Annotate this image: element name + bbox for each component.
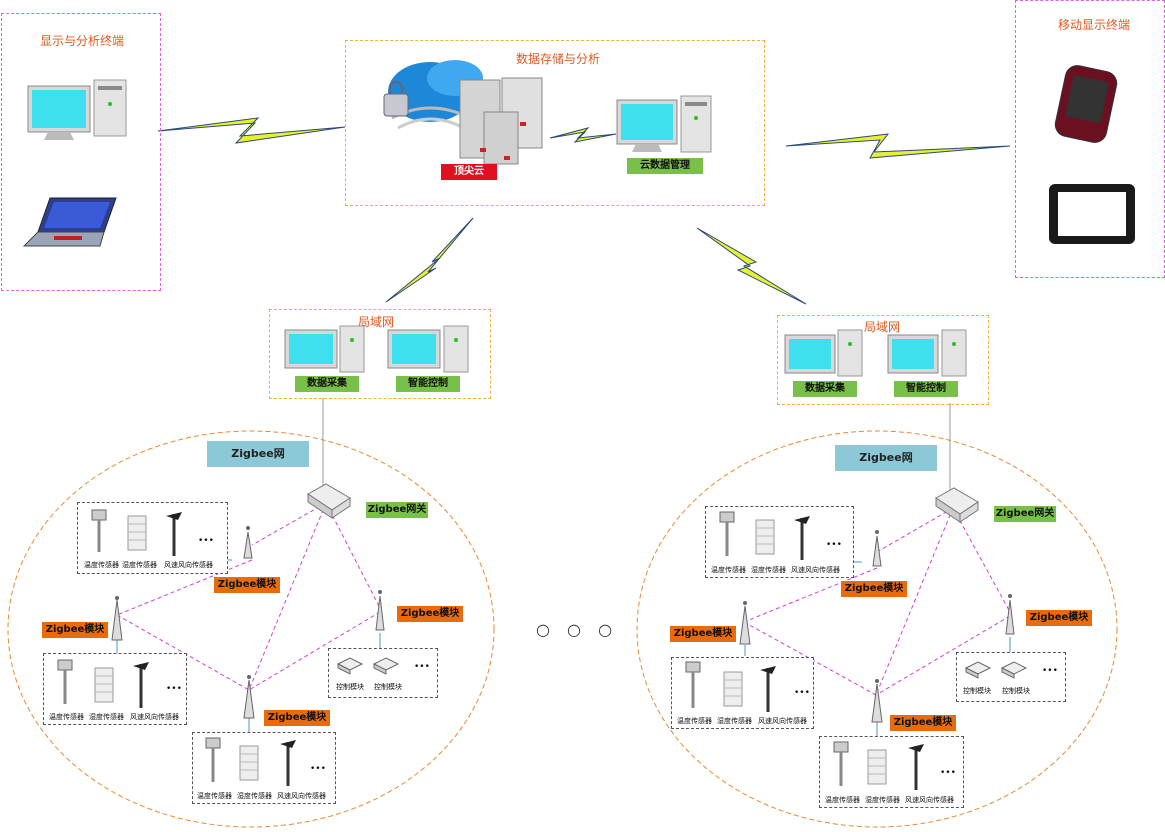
wireless-link-icon (385, 217, 474, 303)
zigbee-module-label: Zigbee模块 (670, 626, 736, 642)
sensor-label: 风速风向传感器 (164, 561, 213, 569)
sensor-label: 湿度传感器 (865, 796, 900, 804)
lan-right-collect-label: 数据采集 (793, 381, 857, 397)
wireless-link-icon (157, 117, 346, 144)
sensor-label: 风速风向传感器 (791, 566, 840, 574)
more-networks-indicator: ○ ○ ○ (536, 620, 619, 639)
sensor-label: 湿度传感器 (237, 792, 272, 800)
wireless-link-icon (549, 127, 617, 143)
more-indicator: ••• (794, 688, 810, 698)
wireless-link-icon (696, 227, 807, 305)
more-indicator: ••• (940, 768, 956, 778)
sensor-label: 湿度传感器 (751, 566, 786, 574)
more-indicator: ••• (1042, 666, 1058, 676)
mobile-terminal-title: 移动显示终端 (1058, 18, 1131, 32)
lan-box-right (777, 315, 989, 405)
zigbee-net-label-left: Zigbee网 (207, 441, 309, 467)
zigbee-module-label: Zigbee模块 (264, 710, 330, 726)
zigbee-area-left (7, 430, 495, 828)
sensor-label: 温度传感器 (49, 713, 84, 721)
cloud-storage-title: 数据存储与分析 (516, 52, 601, 66)
sensor-label: 温度传感器 (84, 561, 119, 569)
cloud-label: 顶尖云 (441, 164, 497, 180)
lan-right-control-label: 智能控制 (894, 381, 958, 397)
display-terminal-title: 显示与分析终端 (40, 34, 125, 48)
sensor-label: 湿度传感器 (89, 713, 124, 721)
sensor-label: 温度传感器 (825, 796, 860, 804)
sensor-label: 湿度传感器 (122, 561, 157, 569)
more-indicator: ••• (198, 536, 214, 546)
cloud-storage-box (345, 40, 765, 206)
sensor-label: 温度传感器 (677, 717, 712, 725)
zigbee-module-label: Zigbee模块 (1026, 610, 1092, 626)
lan-title-right: 局域网 (864, 320, 901, 334)
display-terminal-box (1, 13, 161, 291)
zigbee-area-right (636, 430, 1118, 828)
zigbee-module-label: Zigbee模块 (841, 581, 907, 597)
zigbee-module-label: Zigbee模块 (214, 577, 280, 593)
sensor-label: 风速风向传感器 (130, 713, 179, 721)
zigbee-module-label: Zigbee模块 (42, 622, 108, 638)
more-indicator: ••• (414, 662, 430, 672)
sensor-label: 风速风向传感器 (758, 717, 807, 725)
sensor-group-box (77, 502, 228, 574)
zigbee-module-label: Zigbee模块 (890, 715, 956, 731)
zigbee-net-label-right: Zigbee网 (835, 445, 937, 471)
control-module-label: 控制模块 (336, 683, 364, 691)
lan-title-left: 局域网 (358, 315, 395, 329)
lan-left-control-label: 智能控制 (396, 376, 460, 392)
control-module-label: 控制模块 (1002, 687, 1030, 695)
more-indicator: ••• (310, 764, 326, 774)
sensor-label: 温度传感器 (711, 566, 746, 574)
control-module-label: 控制模块 (963, 687, 991, 695)
more-indicator: ••• (166, 684, 182, 694)
sensor-label: 风速风向传感器 (905, 796, 954, 804)
sensor-label: 风速风向传感器 (277, 792, 326, 800)
wireless-link-icon (785, 133, 1011, 159)
sensor-label: 温度传感器 (197, 792, 232, 800)
cloud-manage-label: 云数据管理 (627, 158, 703, 174)
more-indicator: ••• (826, 540, 842, 550)
zigbee-mesh-left (116, 502, 381, 691)
lan-box-left (269, 309, 491, 399)
zigbee-module-label: Zigbee模块 (397, 606, 463, 622)
control-module-label: 控制模块 (374, 683, 402, 691)
zigbee-gateway-label-right: Zigbee网关 (994, 506, 1056, 522)
lan-left-collect-label: 数据采集 (295, 376, 359, 392)
mobile-terminal-box (1015, 0, 1165, 278)
sensor-label: 湿度传感器 (717, 717, 752, 725)
zigbee-gateway-label-left: Zigbee网关 (366, 502, 428, 518)
